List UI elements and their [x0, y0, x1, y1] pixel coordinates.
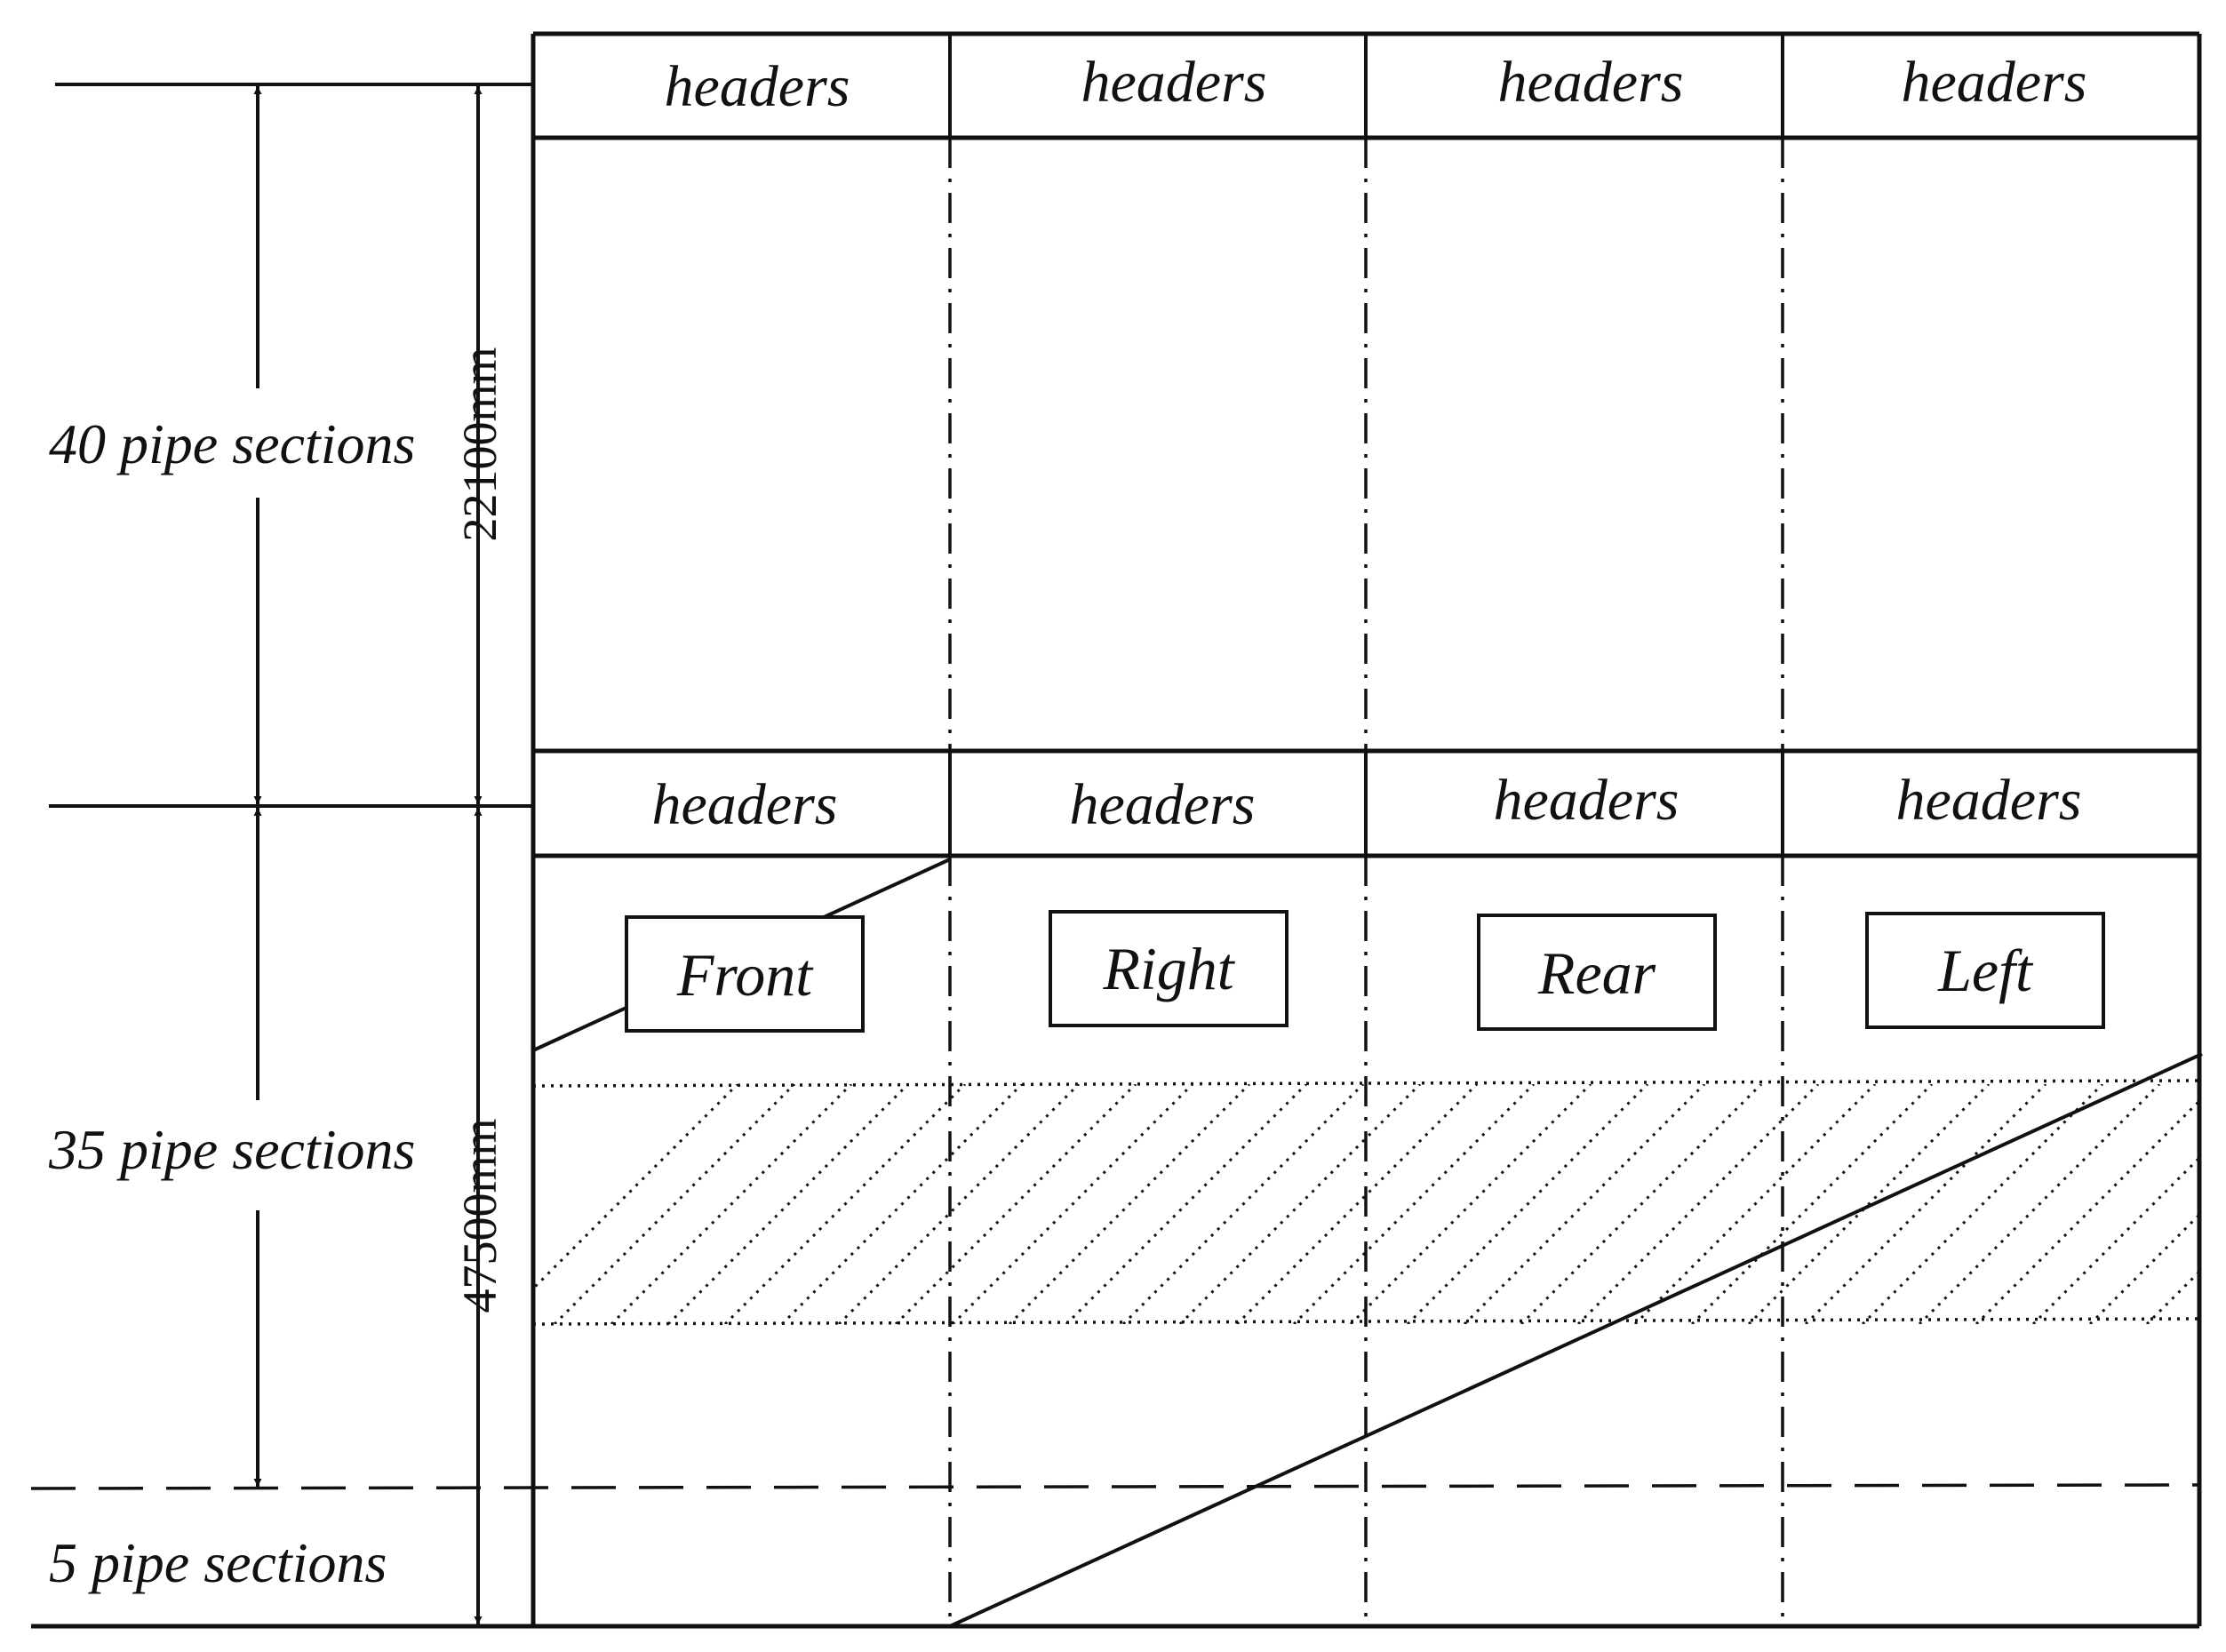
- face-labels: Front Right Rear Left: [676, 935, 2034, 1009]
- top-header-4: headers: [1902, 50, 2087, 115]
- hatch-lines: [533, 1084, 2226, 1324]
- section-boundary-dashed-line: [30, 1483, 2200, 1490]
- hatch-line: [1576, 1084, 1820, 1324]
- rear-box: [1477, 914, 1717, 1031]
- hatch-line: [2204, 1084, 2226, 1324]
- hatch-line: [951, 1084, 1194, 1324]
- top-header-3: headers: [1498, 50, 1684, 115]
- column-divider-lines: [948, 138, 1784, 1626]
- main-slope-line: [949, 1052, 2203, 1628]
- hatch-line: [2088, 1212, 2199, 1324]
- dimension-labels: 22100mm 47500mm: [453, 347, 507, 1313]
- left-box: [1865, 912, 2105, 1029]
- right-box: [1049, 910, 1289, 1027]
- lower-dimension-label: 47500mm: [453, 1118, 507, 1313]
- hatch-line: [1520, 1084, 1763, 1324]
- middle-header-2: headers: [1070, 772, 1256, 837]
- hatch-line: [2145, 1269, 2199, 1324]
- top-header-1: headers: [665, 54, 850, 119]
- hatch-line: [1349, 1084, 1592, 1324]
- upper-section-label: 40 pipe sections: [49, 412, 415, 475]
- middle-header-4: headers: [1896, 768, 2082, 833]
- hatch-line: [1804, 1084, 2047, 1324]
- top-header-labels: headers headers headers headers: [665, 50, 2087, 119]
- middle-header-3: headers: [1494, 768, 1679, 833]
- hatch-line: [1178, 1084, 1422, 1324]
- hatch-line: [666, 1084, 910, 1324]
- hatch-line: [837, 1084, 1081, 1324]
- hatch-line: [533, 1084, 739, 1291]
- hatch-line: [1292, 1084, 1536, 1324]
- face-label-right: Right: [1102, 935, 1235, 1002]
- hatch-line: [1235, 1084, 1479, 1324]
- hatch-line: [1633, 1084, 1877, 1324]
- hatch-line: [1121, 1084, 1365, 1324]
- top-header-2: headers: [1081, 50, 1267, 115]
- hatch-line: [1861, 1084, 2104, 1324]
- extension-lines: [49, 83, 533, 808]
- middle-header-1: headers: [652, 772, 838, 837]
- hatch-line: [1406, 1084, 1649, 1324]
- hatch-line: [1463, 1084, 1706, 1324]
- hatch-line: [780, 1084, 1024, 1324]
- lower-section-label: 5 pipe sections: [49, 1531, 387, 1594]
- hatch-line: [723, 1084, 967, 1324]
- middle-section-label: 35 pipe sections: [48, 1118, 415, 1181]
- hatch-line: [1690, 1084, 1934, 1324]
- middle-header-labels: headers headers headers headers: [652, 768, 2082, 837]
- front-box: [625, 915, 865, 1033]
- face-label-left: Left: [1937, 937, 2034, 1004]
- face-boxes: [625, 910, 2105, 1033]
- hatch-line: [1918, 1084, 2161, 1324]
- face-label-front: Front: [676, 941, 814, 1009]
- section-labels: 40 pipe sections 35 pipe sections 5 pipe…: [48, 412, 415, 1594]
- hatch-line: [553, 1084, 796, 1324]
- hatch-line: [1008, 1084, 1251, 1324]
- hatch-line: [1975, 1098, 2199, 1324]
- hatch-line: [610, 1084, 853, 1324]
- face-label-rear: Rear: [1537, 939, 1656, 1007]
- upper-dimension-label: 22100mm: [453, 347, 507, 541]
- hatched-zone: [532, 1079, 2226, 1326]
- hatch-line: [894, 1084, 1137, 1324]
- hatch-line: [1747, 1084, 1991, 1324]
- hatch-line: [1065, 1084, 1308, 1324]
- hatch-line: [2031, 1155, 2199, 1324]
